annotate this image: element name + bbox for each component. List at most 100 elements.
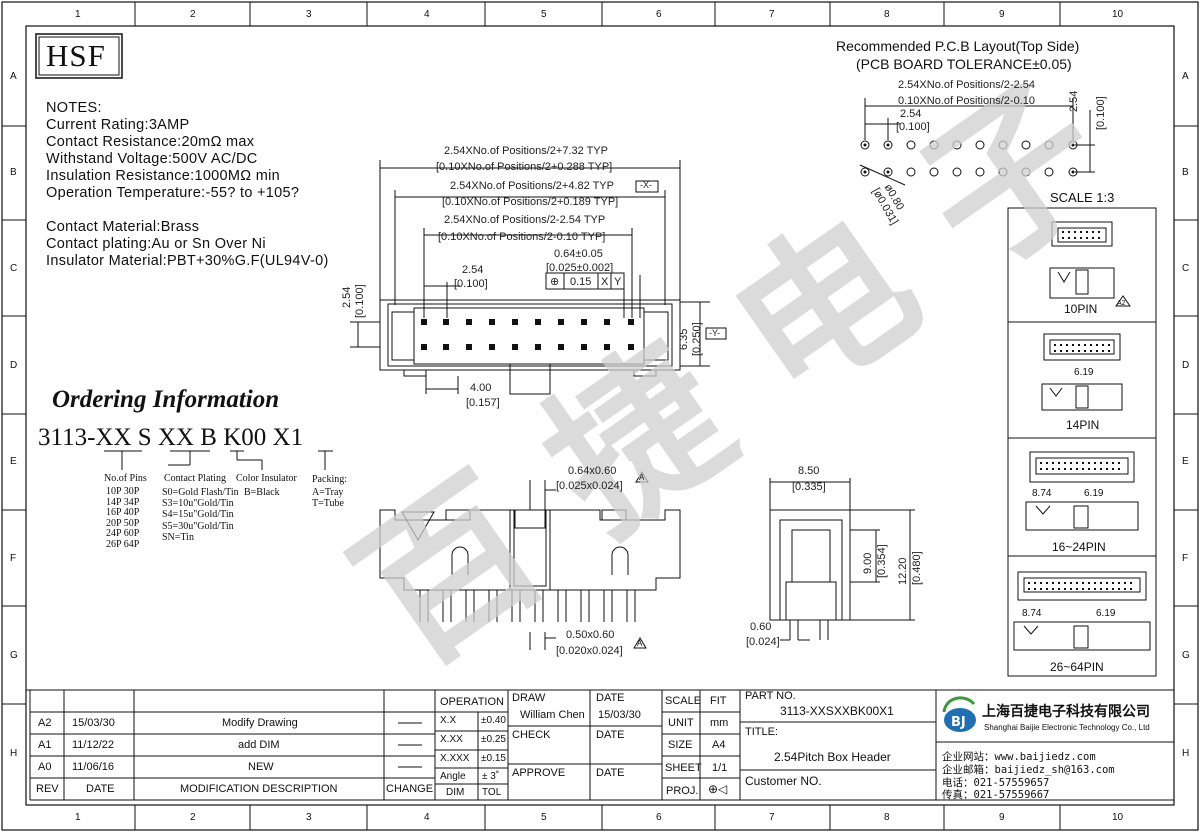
approve-date-label: DATE [596,767,625,779]
gdt-datum-x: X [601,276,609,288]
row-label: B [1182,167,1189,178]
pcb-dim-a-in: 0.10XNo.of Positions/2-0.10 [898,95,1035,107]
row-label: B [10,167,17,178]
col-label: 6 [656,812,662,823]
pins-option: 20P 50P [106,517,140,529]
row-label: C [1182,263,1190,274]
label-plating: Contact Plating [164,473,226,484]
company-tel: 电话：021-57559657 [942,777,1050,789]
col-label: 10 [1112,9,1124,20]
plating-option: S3=10u"Gold/Tin [162,498,234,510]
row-label: E [1182,456,1189,467]
plating-option: S0=Gold Flash/Tin [162,487,239,498]
top-dim-4: 0.64±0.05 [554,248,603,260]
company-web: 企业网站：www.baijiedz.com [942,751,1096,763]
row-label: D [10,360,18,371]
op-val: ± 3˚ [482,771,500,782]
top-view-pins [421,319,634,350]
col-label: 3 [306,812,312,823]
operation-title: OPERATION [440,696,504,708]
scale-item-dim: 6.19 [1096,608,1116,619]
scale-item-dim: 6.19 [1074,367,1094,378]
note-line: Insulation Resistance:1000MΩ min [46,168,281,184]
draw-label: DRAW [512,692,546,704]
col-label: 9 [999,9,1005,20]
pins-option: 10P 30P [106,486,140,497]
code-s: S [131,424,158,451]
company-logo-icon: BJ [942,696,976,732]
draw-date: 15/03/30 [598,709,641,721]
top-dim-1: 2.54XNo.of Positions/2+7.32 TYP [444,145,608,157]
title-value: 2.54Pitch Box Header [774,750,891,764]
rev-mark: A [637,639,643,648]
col-label: 8 [884,812,890,823]
pins-option: 24P 60P [106,528,140,539]
row-label: F [1182,553,1189,564]
note-line: Withstand Voltage:500V AC/DC [46,151,258,167]
pcb-dim-b-in: [0.100] [896,121,930,133]
check-date-label: DATE [596,729,625,741]
ordering-title: Ordering Information [52,386,280,413]
top-view [350,160,727,395]
front-view [379,471,681,650]
row-label: F [10,553,17,564]
col-label: 4 [424,9,430,20]
note-line: Current Rating:3AMP [46,117,190,133]
note-line: Contact plating:Au or Sn Over Ni [46,236,266,252]
pcb-subtitle: (PCB BOARD TOLERANCE±0.05) [856,56,1072,72]
front-dim-1-in: [0.025x0.024] [556,480,623,492]
date-cell: 11/06/16 [72,761,115,773]
col-label: 4 [424,812,430,823]
plating-option: SN=Tin [162,531,194,543]
top-dim-1-in: [0.10XNo.of Positions/2+0.288 TYP] [436,161,613,173]
desc-cell: add DIM [238,739,280,751]
code-prefix: 3113- [38,424,96,451]
sheet-label: SHEET [665,762,702,774]
company-fax: 传真：021-57559667 [942,789,1050,801]
scale-item-label: 26~64PIN [1050,660,1104,674]
scale-item-dim: 8.74 [1022,608,1042,619]
projection-icon: ⊕◁ [708,782,728,796]
hsf-logo: HSF [46,38,106,73]
draw-name: William Chen [520,709,585,721]
proj-label: PROJ. [666,785,699,797]
top-dim-7-in: [0.250] [691,322,703,356]
top-dim-5-in: [0.100] [454,278,488,290]
rev-mark: A [639,473,645,482]
scale-item-dim: 6.19 [1084,488,1104,499]
col-label: 2 [190,9,196,20]
col-label: 2 [190,812,196,823]
code-plating: XX [157,424,195,451]
front-dim-2: 0.50x0.60 [566,629,615,641]
col-label: 8 [884,9,890,20]
scale-item-label: 16~24PIN [1052,540,1106,554]
header-change: CHANGE [386,783,434,795]
side-dim-4: 0.60 [750,621,772,633]
scale-item-mark: A2 [1117,300,1126,307]
pins-option: 16P 40P [106,507,140,518]
gdt-datum-y: Y [614,276,622,288]
notes-heading: NOTES: [46,100,102,116]
top-dim-8: 4.00 [470,382,492,394]
company-mail: 企业邮箱：baijiedz_sh@163.com [942,764,1115,776]
pcb-dim-a: 2.54XNo.of Positions/2-2.54 [898,79,1035,91]
row-label: E [10,456,17,467]
pcb-dim-c-in: [0.100] [1095,96,1107,130]
side-dim-1-in: [0.335] [792,481,826,493]
size-value: A4 [712,739,726,751]
svg-text:BJ: BJ [951,715,966,730]
unit-value: mm [710,717,729,729]
customer-label: Customer NO. [745,774,822,788]
rev-cell: A0 [38,761,52,773]
plating-option: S5=30u"Gold/Tin [162,520,234,532]
top-dim-2: 2.54XNo.of Positions/2+4.82 TYP [450,180,614,192]
col-label: 9 [999,812,1005,823]
top-dim-8-in: [0.157] [466,397,500,409]
side-dim-3-in: [0.480] [911,551,923,585]
code-pins: XX [95,424,132,451]
desc-cell: Modify Drawing [222,717,298,729]
plating-option: S4=15u"Gold/Tin [162,509,234,521]
col-label: 7 [769,9,775,20]
row-label: H [1182,748,1190,759]
